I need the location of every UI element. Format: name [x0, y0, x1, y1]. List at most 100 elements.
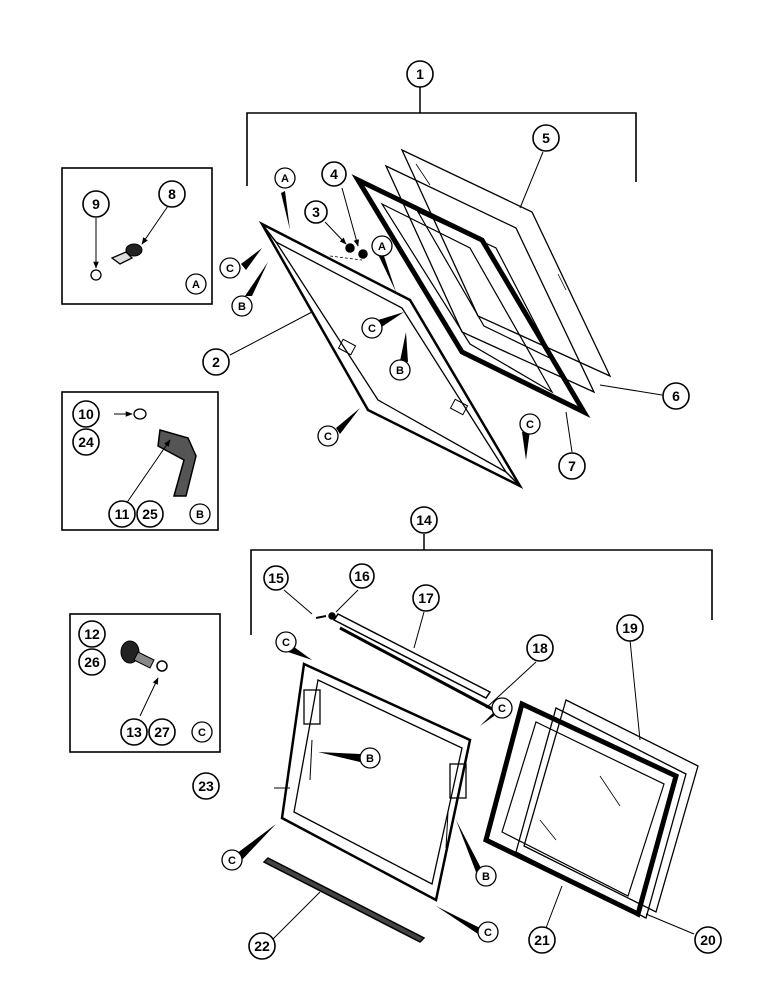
- letter-c-4: C: [519, 413, 541, 435]
- svg-text:B: B: [482, 871, 490, 883]
- callout-8: 8: [158, 180, 186, 208]
- callout-12: 12: [78, 620, 106, 648]
- svg-text:23: 23: [198, 778, 214, 794]
- letter-c-box: C: [191, 721, 213, 743]
- callout-18: 18: [526, 634, 554, 662]
- seal-gasket-lower: [483, 700, 679, 918]
- callout-11: 11: [108, 500, 136, 528]
- callout-17: 17: [412, 584, 440, 612]
- callout-23: 23: [192, 772, 220, 800]
- lower-assembly: [250, 534, 713, 943]
- callout-16: 16: [349, 563, 375, 589]
- svg-text:11: 11: [115, 506, 130, 522]
- washer-part-10: [133, 408, 147, 420]
- bracket-14: [250, 549, 713, 635]
- letter-pointers: [236, 191, 530, 934]
- detail-box-c: [69, 613, 221, 753]
- letter-c-1: C: [219, 257, 241, 279]
- letter-b-4: B: [475, 865, 497, 887]
- letter-callouts: A A A C B C B C C B C C C B C B C: [185, 167, 541, 943]
- nut-part-13: [156, 660, 168, 672]
- callout-15: 15: [263, 565, 289, 591]
- callout-1: 1: [406, 60, 434, 88]
- detail-box-a: [61, 167, 213, 305]
- letter-a-box: A: [185, 273, 207, 295]
- svg-text:8: 8: [168, 186, 176, 202]
- number-callouts: 1 2 3 4 5 6 7 8 9 10 24 11 25 12 26 13 2…: [72, 60, 722, 960]
- letter-b-3: B: [359, 747, 381, 769]
- callout-3: 3: [304, 200, 328, 224]
- svg-text:14: 14: [416, 512, 432, 528]
- letter-c-8: C: [477, 921, 499, 943]
- svg-text:C: C: [198, 727, 206, 739]
- svg-text:C: C: [498, 703, 506, 715]
- callout-19: 19: [616, 614, 644, 642]
- callout-9: 9: [82, 190, 110, 218]
- detail-box-b: [61, 391, 219, 531]
- channel-strip-17: [332, 613, 492, 699]
- svg-text:6: 6: [672, 388, 680, 404]
- svg-text:C: C: [484, 927, 492, 939]
- svg-text:16: 16: [354, 568, 370, 584]
- svg-text:C: C: [282, 637, 290, 649]
- svg-text:7: 7: [568, 458, 576, 474]
- letter-c-6: C: [491, 697, 513, 719]
- svg-text:26: 26: [84, 654, 100, 670]
- svg-text:B: B: [366, 753, 374, 765]
- svg-text:C: C: [324, 431, 332, 443]
- svg-text:13: 13: [126, 724, 142, 740]
- svg-text:9: 9: [92, 196, 100, 212]
- bottom-strip-22: [262, 857, 426, 943]
- callout-27: 27: [148, 718, 176, 746]
- letter-c-7: C: [221, 849, 243, 871]
- callout-13: 13: [120, 718, 148, 746]
- letter-b-1: B: [231, 295, 253, 317]
- sash-frame-lower: [280, 662, 472, 902]
- washer-part-9: [90, 269, 102, 281]
- letter-c-2: C: [361, 317, 383, 339]
- svg-text:19: 19: [622, 620, 638, 636]
- letter-c-5: C: [275, 631, 297, 653]
- letter-c-3: C: [317, 425, 339, 447]
- svg-text:12: 12: [84, 626, 100, 642]
- upper-assembly: [229, 86, 663, 490]
- svg-text:A: A: [378, 241, 386, 253]
- svg-text:C: C: [228, 855, 236, 867]
- svg-text:20: 20: [700, 932, 716, 948]
- svg-text:C: C: [226, 263, 234, 275]
- svg-text:B: B: [196, 509, 204, 521]
- svg-text:18: 18: [532, 640, 548, 656]
- svg-text:2: 2: [212, 354, 220, 370]
- svg-text:4: 4: [330, 166, 338, 182]
- svg-text:15: 15: [268, 570, 284, 586]
- callout-4: 4: [321, 161, 347, 187]
- svg-text:24: 24: [78, 434, 94, 450]
- glass-pane-upper: [400, 148, 612, 378]
- bracket-1: [246, 112, 637, 186]
- callout-14: 14: [410, 506, 438, 534]
- letter-b-2: B: [389, 359, 411, 381]
- svg-text:17: 17: [418, 590, 434, 606]
- svg-text:10: 10: [78, 406, 94, 422]
- callout-22: 22: [248, 932, 276, 960]
- callout-10: 10: [72, 400, 100, 428]
- svg-text:25: 25: [142, 506, 158, 522]
- channel-strip-18: [339, 626, 495, 712]
- svg-text:C: C: [368, 323, 376, 335]
- callout-25: 25: [136, 500, 164, 528]
- callout-7: 7: [558, 452, 586, 480]
- letter-b-box: B: [189, 503, 211, 525]
- svg-text:B: B: [396, 365, 404, 377]
- screw-part-8: [110, 251, 134, 265]
- svg-text:3: 3: [312, 204, 320, 220]
- svg-text:1: 1: [416, 66, 424, 82]
- svg-text:27: 27: [154, 724, 170, 740]
- seal-gasket-upper: [351, 174, 591, 418]
- svg-text:C: C: [526, 419, 534, 431]
- callout-2: 2: [202, 348, 230, 376]
- callout-6: 6: [662, 382, 690, 410]
- callout-24: 24: [72, 428, 100, 456]
- glass-pane-lower: [523, 699, 699, 913]
- svg-text:A: A: [192, 279, 200, 291]
- callout-5: 5: [532, 124, 560, 152]
